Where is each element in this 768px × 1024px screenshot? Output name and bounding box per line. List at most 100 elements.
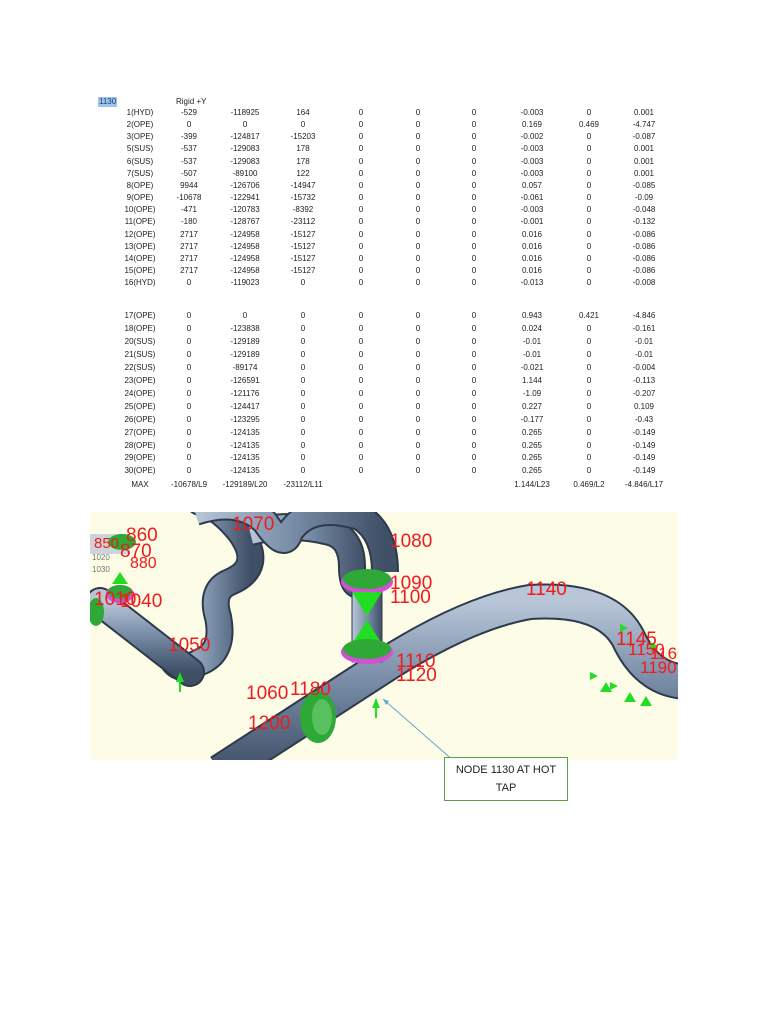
table-cell: -129083 <box>230 156 260 166</box>
flange-header-1200-inner <box>312 699 332 735</box>
table-cell: -0.09 <box>634 193 654 203</box>
table-cell: -0.113 <box>632 375 656 385</box>
table-cell: 0 <box>358 217 364 227</box>
table-cell: 0 <box>586 156 592 166</box>
table-cell: -129083 <box>230 144 260 154</box>
table-cell: 0 <box>186 323 192 333</box>
table-row-label: 9(OPE) <box>126 193 154 203</box>
table-cell: 0 <box>300 466 306 476</box>
table-cell: 0.265 <box>521 427 543 437</box>
hot-tap-callout-box: NODE 1130 AT HOT TAP <box>444 757 568 801</box>
table-row-label: 7(SUS) <box>126 168 154 178</box>
table-row-label: 3(OPE) <box>126 132 154 142</box>
table-cell: 0 <box>586 453 592 463</box>
table-cell: -0.149 <box>632 466 656 476</box>
table-row-label: 6(SUS) <box>126 156 154 166</box>
table-cell: 0 <box>471 168 477 178</box>
table-cell: -0.149 <box>632 440 656 450</box>
table-cell: -0.048 <box>632 205 656 215</box>
table-cell: 0.016 <box>521 241 543 251</box>
table-cell: -14947 <box>290 180 316 190</box>
table-cell: -124958 <box>230 265 260 275</box>
restraint-right-6 <box>650 642 658 650</box>
table-cell: 0 <box>471 336 477 346</box>
table-row-label: 28(OPE) <box>124 440 156 450</box>
table-cell: -0.086 <box>632 265 656 275</box>
table-cell: 0.265 <box>521 466 543 476</box>
table-cell: -0.086 <box>632 229 656 239</box>
table-cell: 0 <box>471 311 477 320</box>
table-cell: 0 <box>415 388 421 398</box>
table-cell: 0 <box>471 217 477 227</box>
table-row-label: 8(OPE) <box>126 180 154 190</box>
table-cell: 1.144 <box>521 375 543 385</box>
restraint-down-arrow <box>352 592 382 616</box>
callout-text: NODE 1130 AT HOT TAP <box>455 764 557 794</box>
support-stem-1 <box>179 682 181 692</box>
table-cell: 0 <box>358 120 364 130</box>
table-cell: -126706 <box>230 180 260 190</box>
table-cell: -0.177 <box>520 414 544 424</box>
table-cell: 0 <box>186 466 192 476</box>
table-cell: 0 <box>586 388 592 398</box>
table-cell: -122941 <box>230 193 260 203</box>
support-arrow-2 <box>372 698 380 708</box>
table-cell: 0 <box>415 144 421 154</box>
table-row-label: 1(HYD) <box>126 108 154 117</box>
table-cell: 0 <box>300 336 306 346</box>
table-cell: -0.003 <box>520 205 544 215</box>
table-cell: 0 <box>186 427 192 437</box>
node-label-1090: 1090 <box>390 573 433 594</box>
table-cell: 0 <box>586 440 592 450</box>
table-cell: -15732 <box>290 193 316 203</box>
table-row-label: 23(OPE) <box>124 375 156 385</box>
table-cell: 0 <box>242 120 248 130</box>
table-cell: 0.016 <box>521 229 543 239</box>
table-cell: 0 <box>358 156 364 166</box>
table-cell: -507 <box>180 168 198 178</box>
table-cell: 0 <box>586 414 592 424</box>
table-cell: 0.016 <box>521 265 543 275</box>
table-cell: -0.086 <box>632 241 656 251</box>
table-cell: 0.001 <box>633 108 655 117</box>
table-cell: -4.747 <box>632 120 656 130</box>
table-cell: -0.207 <box>632 388 656 398</box>
table-cell: 0 <box>358 427 364 437</box>
table-cell: -0.001 <box>520 217 544 227</box>
table-cell: 0 <box>300 349 306 359</box>
table-cell: -124958 <box>230 241 260 251</box>
table-row-label: 30(OPE) <box>124 466 156 476</box>
table-cell: -89100 <box>232 168 258 178</box>
table-cell: 2717 <box>180 229 198 239</box>
max-row-cell: 0.469/L2 <box>573 480 605 489</box>
table-cell: -537 <box>180 144 198 154</box>
support-type-label: Rigid +Y <box>176 97 207 106</box>
max-row-label: MAX <box>131 480 149 489</box>
max-row-cell: -23112/L11 <box>283 480 323 489</box>
table-row-label: 25(OPE) <box>124 401 156 411</box>
pipe-upper <box>195 512 397 573</box>
table-cell: 0 <box>471 205 477 215</box>
node-label-1040: 1040 <box>120 591 163 612</box>
table-cell: 0 <box>415 336 421 346</box>
table-cell: 0 <box>471 375 477 385</box>
table-cell: -0.003 <box>520 168 544 178</box>
table-cell: 0 <box>300 120 306 130</box>
table-cell: 0 <box>358 253 364 263</box>
table-cell: 0 <box>471 229 477 239</box>
node-label-1020: 1020 <box>92 553 110 562</box>
restraint-right-2 <box>610 682 618 690</box>
table-cell: 0 <box>415 229 421 239</box>
table-cell: 0 <box>415 168 421 178</box>
flange-left <box>108 585 132 599</box>
node-label-1070: 1070 <box>232 514 275 535</box>
table-cell: -0.01 <box>522 336 542 346</box>
table-cell: 0 <box>586 168 592 178</box>
table-cell: -4.846 <box>632 311 656 320</box>
restraint-up-arrow <box>352 620 382 644</box>
pipe-left <box>90 589 203 685</box>
node-label-1030: 1030 <box>92 565 110 574</box>
node-label-1145: 1145 <box>616 629 657 650</box>
flange-left-edge <box>90 598 104 626</box>
table-cell: 0 <box>358 180 364 190</box>
